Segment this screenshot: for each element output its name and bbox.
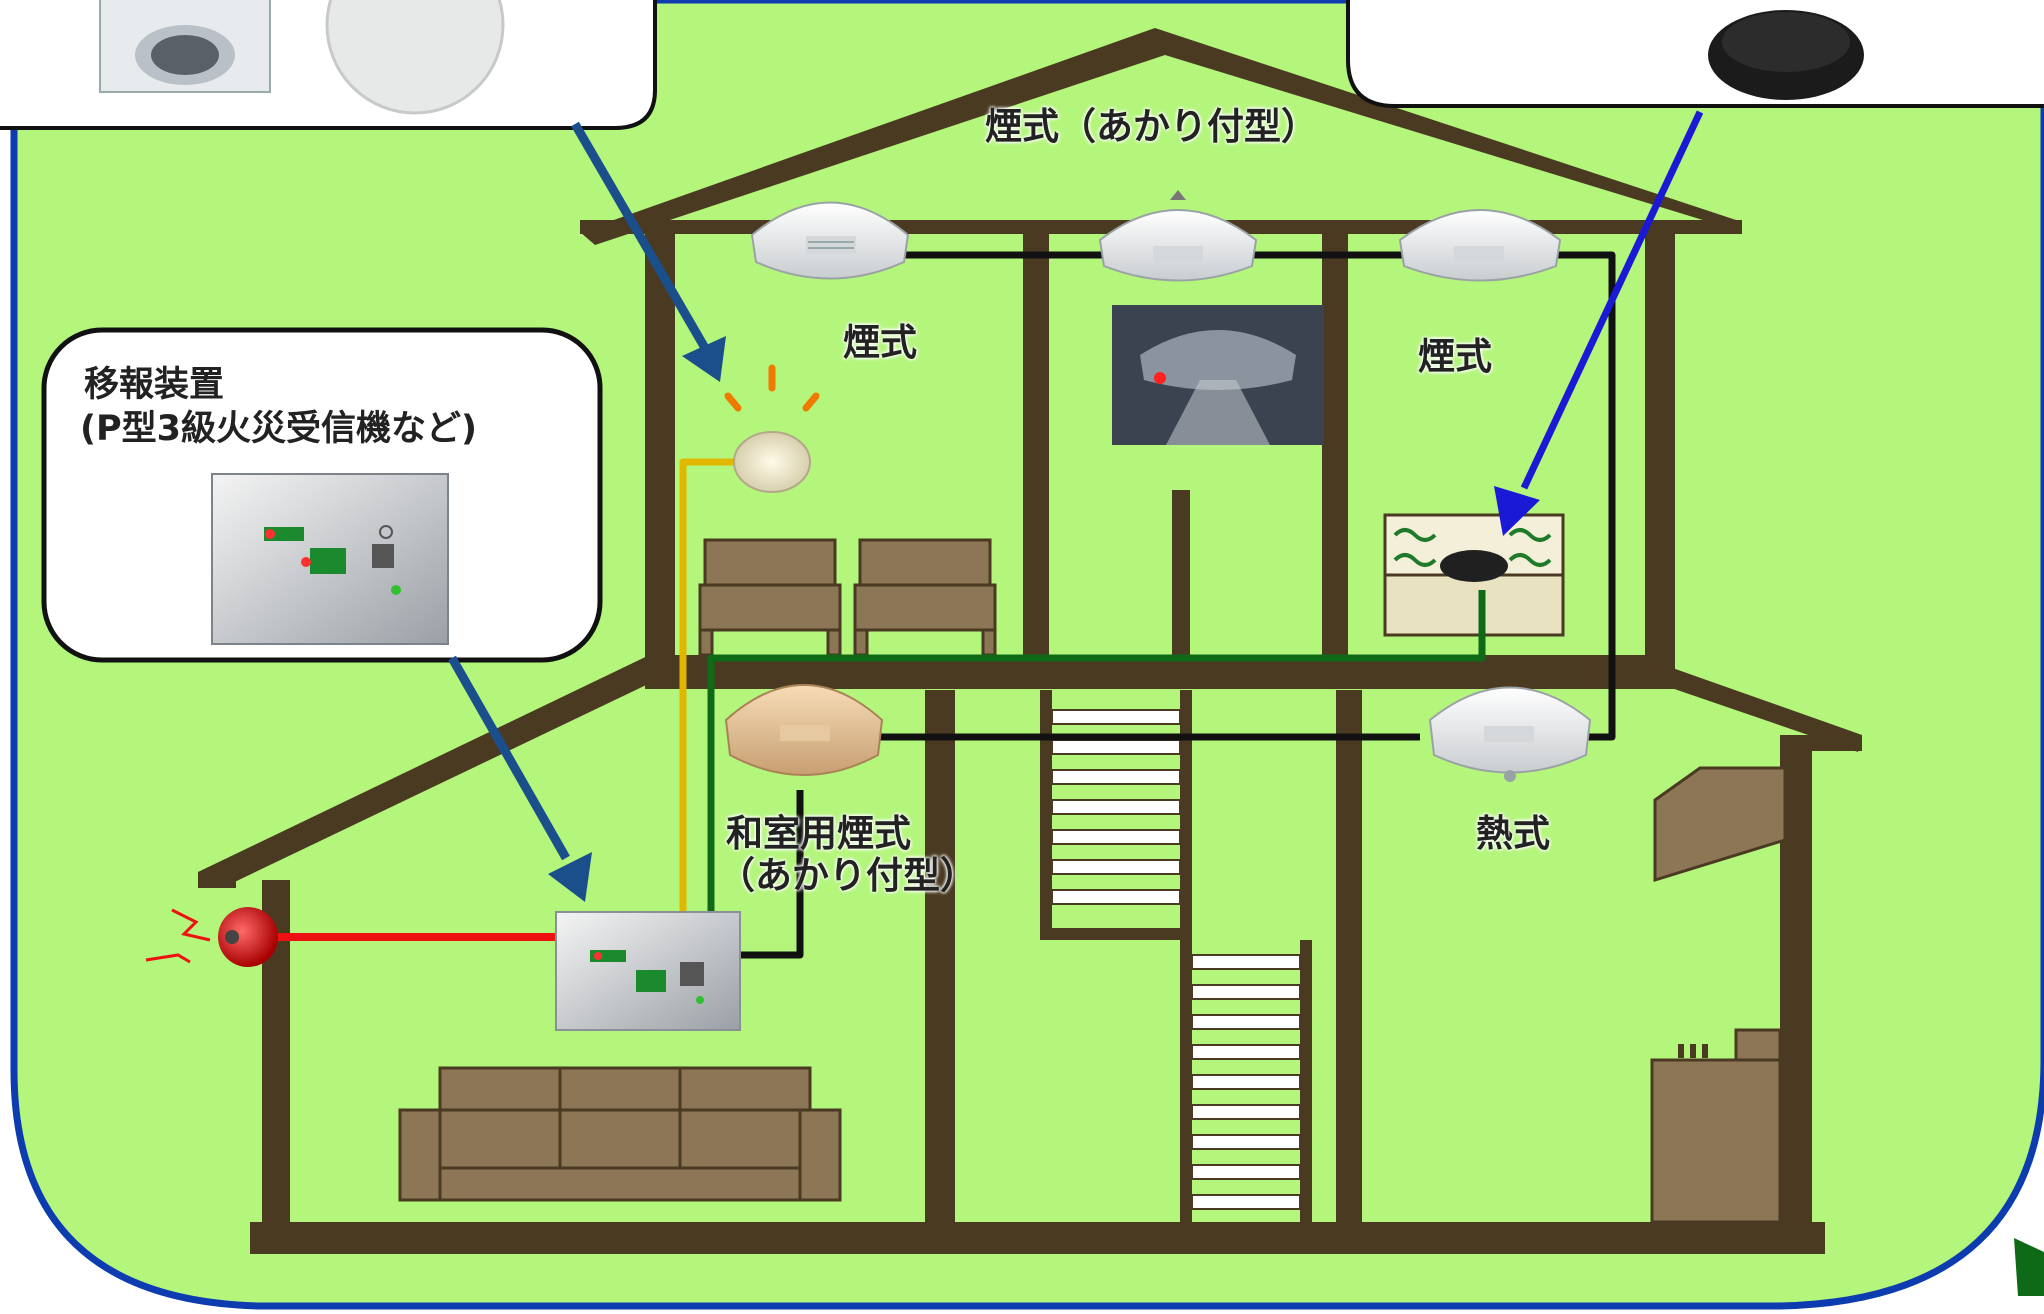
lower-roof-left: [198, 650, 690, 888]
control-panel-icon: [211, 473, 449, 645]
range-hood: [1653, 766, 1787, 883]
wire-black-panel: [740, 790, 804, 959]
callout-top-left: [0, 0, 657, 130]
label-washitsu-line1: 和室用煙式: [726, 812, 911, 855]
staircase: [1051, 709, 1301, 1210]
arrow-to-panel: [448, 655, 570, 861]
smoke-detector-icon: [750, 201, 910, 280]
label-left-room-detector: 煙式: [843, 321, 917, 364]
smoke-detector-icon: [1098, 190, 1258, 282]
lower-roof-right: [1648, 660, 1862, 752]
label-washitsu-line2: （あかり付型）: [718, 854, 977, 897]
wire-green: [707, 590, 1486, 912]
lighted-detector-photo: [1112, 305, 1324, 445]
wire-yellow: [679, 458, 737, 912]
warning-light-icon: [724, 364, 820, 493]
smoke-detector-icon: [1398, 209, 1562, 282]
bed-left: [703, 538, 837, 587]
callout-top-right: [1346, 0, 2044, 108]
bed-right: [858, 538, 992, 587]
arrow-to-light: [571, 121, 709, 351]
wireless-unit: [1383, 513, 1565, 637]
label-transfer-title: 移報装置: [84, 365, 225, 405]
label-right-room-detector: 煙式: [1418, 335, 1492, 378]
label-roof-detector: 煙式（あかり付型）: [985, 105, 1318, 148]
arrow-to-receiver: [1520, 110, 1704, 490]
kitchen-counter: [1650, 1058, 1782, 1224]
wireless-receiver-icon: [1440, 550, 1508, 582]
alarm-bell-icon: [145, 907, 278, 967]
label-transfer-subtitle: (P型3級火災受信機など): [80, 409, 477, 449]
pointer-arrows: [448, 110, 1704, 902]
next-arrow-icon[interactable]: [2014, 1238, 2044, 1296]
furniture: [398, 538, 1787, 1224]
smoke-detector-icon: [724, 684, 884, 776]
heat-detector-icon: [1428, 686, 1592, 782]
label-heat-detector: 熱式: [1476, 812, 1550, 855]
control-panel-icon: [555, 911, 741, 1031]
